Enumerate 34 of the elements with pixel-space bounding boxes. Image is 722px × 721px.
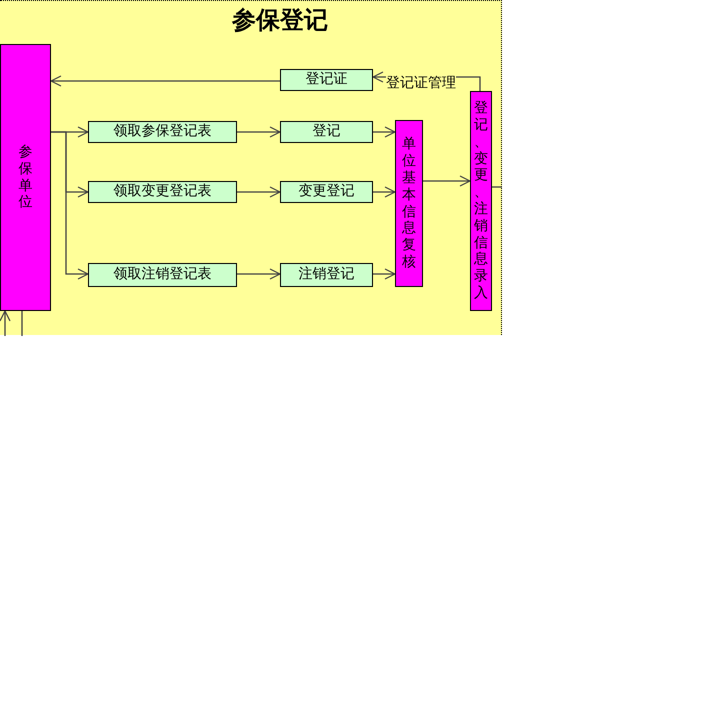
process-box [280, 69, 373, 91]
process-bar [395, 120, 423, 287]
process-bar [470, 91, 492, 311]
arrow [373, 126, 396, 138]
node-label: 登记证 [306, 72, 348, 88]
node-label: 注销登记 [298, 267, 354, 283]
node-label: 领取参保登记表 [114, 124, 212, 140]
arrow [0, 310, 11, 336]
arrow [423, 175, 471, 187]
arrow [373, 268, 396, 280]
diagram-title: 参保登记 [230, 4, 329, 36]
node-label: 变更登记 [298, 184, 354, 200]
edge-label: 登记证管理 [386, 74, 456, 92]
node-label: 登记、变更、注销信息录入 [474, 100, 488, 302]
connector-line [21, 311, 23, 336]
arrow [237, 268, 281, 280]
process-box [280, 121, 373, 143]
arrow [51, 131, 89, 280]
process-box [88, 181, 237, 203]
node-label: 单位基本信息复核 [402, 136, 416, 271]
connector-line [492, 186, 502, 188]
process-box [88, 121, 237, 143]
node-label: 领取变更登记表 [114, 184, 212, 200]
node-label: 参保单位 [18, 144, 32, 212]
node-label: 登记 [312, 124, 340, 140]
process-box [88, 263, 237, 287]
arrow [237, 126, 281, 138]
arrow [237, 186, 281, 198]
process-box [280, 181, 373, 203]
process-box [280, 263, 373, 287]
node-label: 领取注销登记表 [114, 267, 212, 283]
arrow [373, 186, 396, 198]
process-bar [0, 44, 51, 311]
arrow [50, 75, 280, 87]
